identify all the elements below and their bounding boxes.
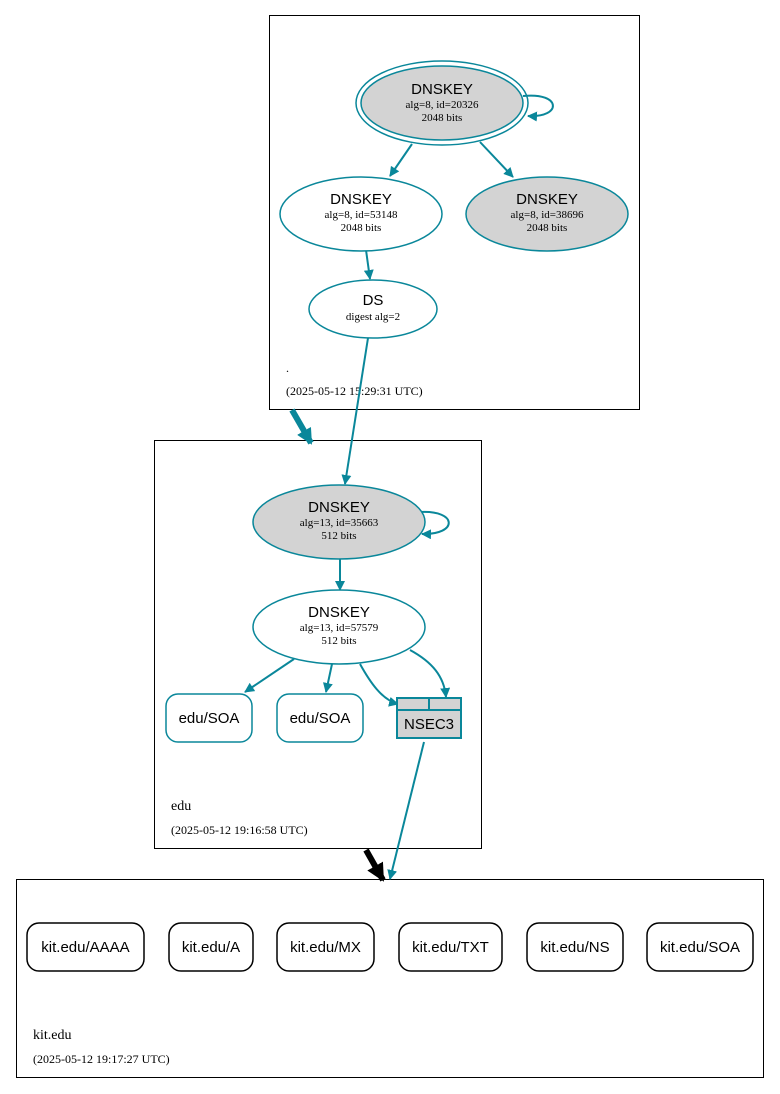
edge-edu-zsk-to-soa-2 bbox=[322, 663, 333, 693]
node-root-zsk-53148-title: DNSKEY bbox=[330, 191, 392, 208]
rrset-kit-edu-soa[interactable]: kit.edu/SOA bbox=[646, 922, 754, 972]
edge-edu-zsk-to-soa-1 bbox=[244, 658, 295, 693]
node-edu-soa-2-label: edu/SOA bbox=[290, 710, 351, 727]
node-edu-zsk[interactable]: DNSKEY alg=13, id=57579 512 bits bbox=[252, 589, 426, 665]
node-edu-ksk-alg: alg=13, id=35663 bbox=[300, 517, 379, 529]
node-root-ds[interactable]: DS digest alg=2 bbox=[308, 279, 438, 339]
node-root-zsk-38696-bits: 2048 bits bbox=[527, 222, 568, 234]
edge-root-ksk-to-zsk-38696 bbox=[479, 141, 514, 178]
node-edu-nsec3[interactable]: NSEC3 bbox=[396, 697, 462, 739]
zone-root: . (2025-05-12 15:29:31 UTC) bbox=[269, 15, 640, 410]
zone-edu: edu (2025-05-12 19:16:58 UTC) bbox=[154, 440, 482, 849]
zone-kit-edu-name: kit.edu bbox=[33, 1028, 72, 1043]
node-edu-ksk-title: DNSKEY bbox=[308, 499, 370, 516]
rrset-kit-edu-ns[interactable]: kit.edu/NS bbox=[526, 922, 624, 972]
rrset-kit-edu-a[interactable]: kit.edu/A bbox=[168, 922, 254, 972]
node-root-zsk-38696-alg: alg=8, id=38696 bbox=[511, 209, 584, 221]
zone-kit-edu-border bbox=[16, 879, 764, 1078]
node-edu-soa-2[interactable]: edu/SOA bbox=[276, 693, 364, 743]
node-edu-nsec3-label: NSEC3 bbox=[404, 716, 454, 733]
edge-edu-zsk-to-nsec3-a bbox=[359, 663, 399, 707]
node-root-zsk-38696[interactable]: DNSKEY alg=8, id=38696 2048 bits bbox=[465, 176, 629, 252]
node-root-zsk-53148-alg: alg=8, id=53148 bbox=[325, 209, 398, 221]
node-root-zsk-53148[interactable]: DNSKEY alg=8, id=53148 2048 bits bbox=[279, 176, 443, 252]
node-edu-zsk-title: DNSKEY bbox=[308, 604, 370, 621]
rrset-kit-edu-aaaa-label: kit.edu/AAAA bbox=[41, 939, 129, 956]
edge-zsk-53148-to-ds bbox=[363, 249, 374, 280]
node-edu-zsk-bits: 512 bits bbox=[321, 635, 356, 647]
rrset-kit-edu-a-label: kit.edu/A bbox=[182, 939, 240, 956]
zone-root-border bbox=[269, 15, 640, 410]
node-root-ksk-bits: 2048 bits bbox=[422, 112, 463, 124]
rrset-kit-edu-ns-label: kit.edu/NS bbox=[540, 939, 609, 956]
node-root-ksk[interactable]: DNSKEY alg=8, id=20326 2048 bits bbox=[355, 60, 529, 146]
zone-edu-name: edu bbox=[171, 799, 191, 814]
node-root-zsk-53148-bits: 2048 bits bbox=[341, 222, 382, 234]
node-root-ksk-alg: alg=8, id=20326 bbox=[406, 99, 479, 111]
node-root-zsk-38696-title: DNSKEY bbox=[516, 191, 578, 208]
rrset-kit-edu-aaaa[interactable]: kit.edu/AAAA bbox=[26, 922, 145, 972]
node-edu-soa-1-label: edu/SOA bbox=[179, 710, 240, 727]
node-edu-ksk[interactable]: DNSKEY alg=13, id=35663 512 bits bbox=[252, 484, 426, 560]
zone-root-name: . bbox=[286, 361, 289, 375]
edges bbox=[244, 94, 554, 880]
zone-kit-edu-timestamp: (2025-05-12 19:17:27 UTC) bbox=[33, 1052, 170, 1066]
zone-edu-border bbox=[154, 440, 482, 849]
rrset-kit-edu-txt-label: kit.edu/TXT bbox=[412, 939, 489, 956]
delegation-arrow-edu-to-kit-edu bbox=[363, 848, 386, 882]
node-edu-ksk-bits: 512 bits bbox=[321, 530, 356, 542]
node-edu-zsk-alg: alg=13, id=57579 bbox=[300, 622, 379, 634]
edge-edu-ksk-self bbox=[419, 510, 450, 540]
node-root-ds-title: DS bbox=[363, 292, 384, 309]
rrset-kit-edu-txt[interactable]: kit.edu/TXT bbox=[398, 922, 503, 972]
zone-edu-timestamp: (2025-05-12 19:16:58 UTC) bbox=[171, 823, 308, 837]
node-root-ds-digest: digest alg=2 bbox=[346, 311, 400, 323]
zone-kit-edu: kit.edu (2025-05-12 19:17:27 UTC) bbox=[16, 879, 764, 1078]
rrset-kit-edu-mx[interactable]: kit.edu/MX bbox=[276, 922, 375, 972]
delegation-arrow-root-to-edu bbox=[289, 408, 314, 445]
rrset-kit-edu-soa-label: kit.edu/SOA bbox=[660, 939, 740, 956]
edge-ds-to-edu-ksk bbox=[341, 337, 369, 485]
edge-edu-zsk-to-nsec3-b bbox=[409, 649, 451, 698]
zone-root-timestamp: (2025-05-12 15:29:31 UTC) bbox=[286, 384, 423, 398]
rrset-kit-edu-mx-label: kit.edu/MX bbox=[290, 939, 361, 956]
edge-nsec3-to-kit-edu bbox=[387, 741, 425, 880]
node-edu-soa-1[interactable]: edu/SOA bbox=[165, 693, 253, 743]
edge-root-ksk-self bbox=[522, 94, 554, 122]
edge-root-ksk-to-zsk-53148 bbox=[389, 143, 413, 177]
node-root-ksk-title: DNSKEY bbox=[411, 81, 473, 98]
